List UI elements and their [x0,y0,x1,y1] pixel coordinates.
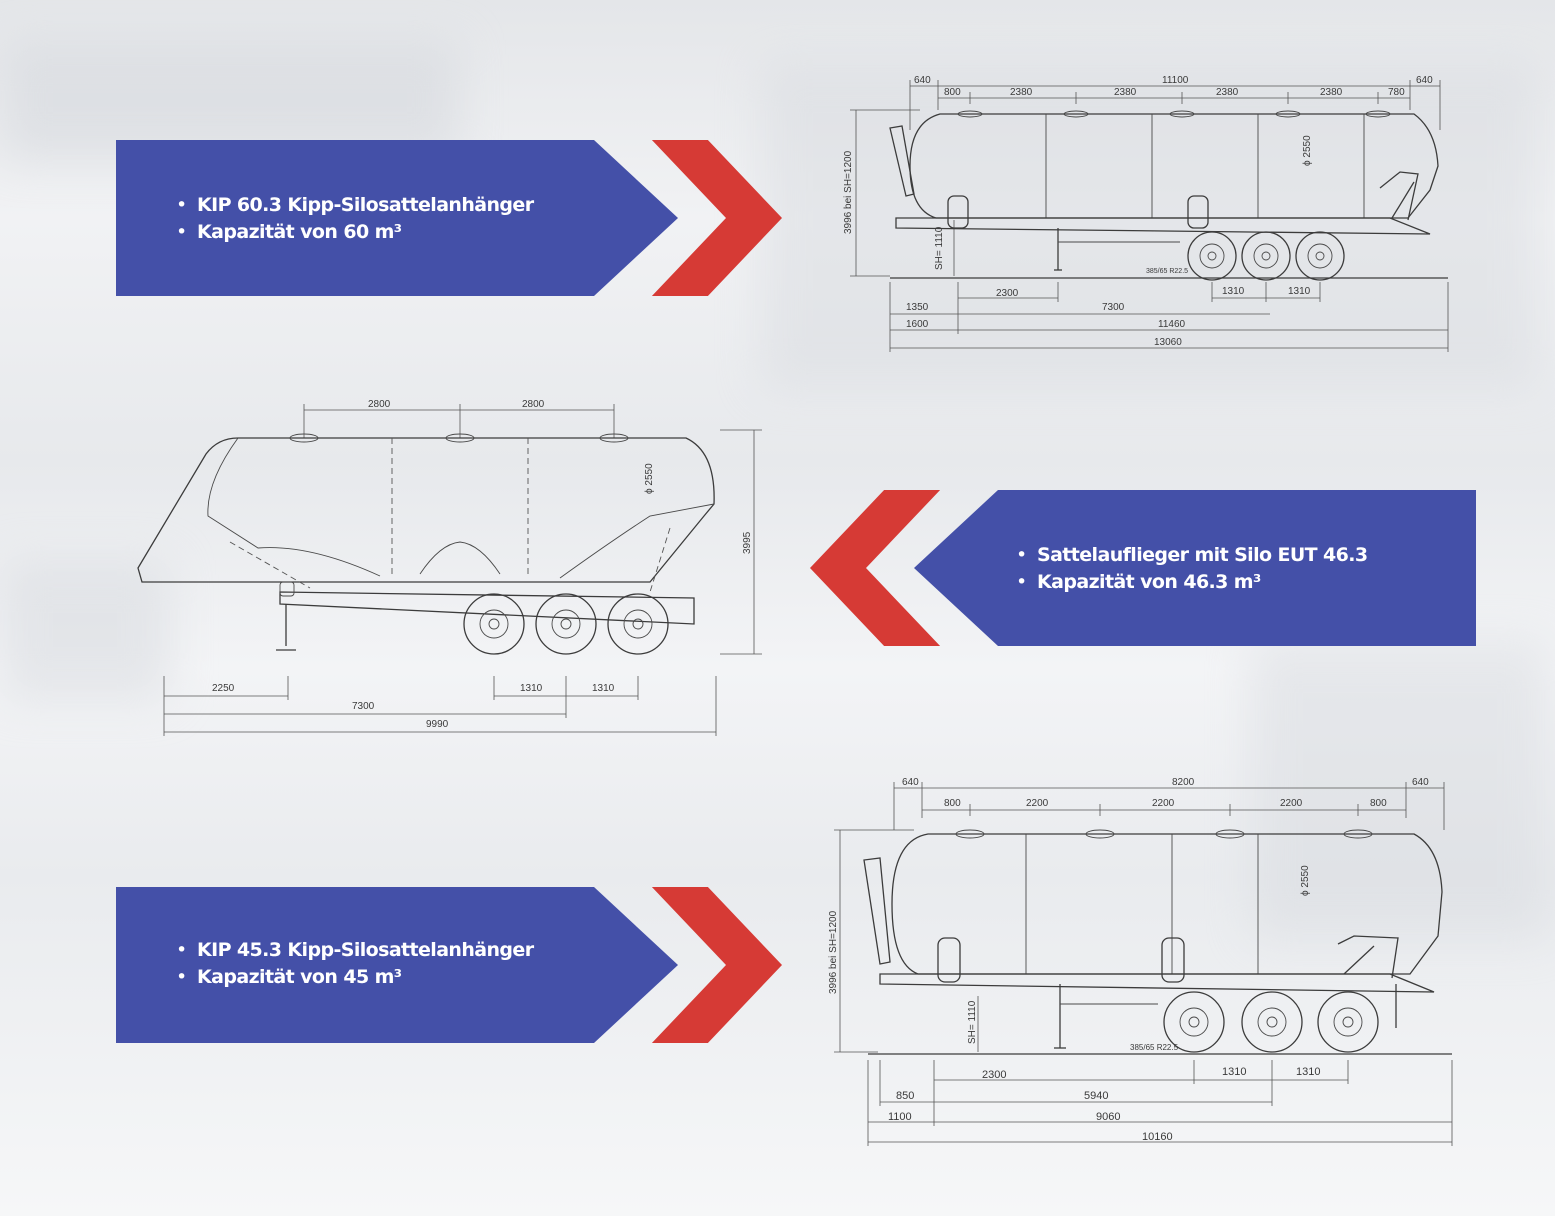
banner-item-capacity: Kapazität von 60 m³ [176,219,533,246]
dim-overall-length: 13060 [1154,337,1182,348]
dimension-lines-bottom [867,1060,1453,1146]
dim-bottom: 9060 [1096,1111,1120,1123]
wheels [1187,231,1345,281]
dim-bottom: 1100 [888,1111,912,1123]
dim-total-height: 3996 bei SH=1200 [843,150,854,234]
dim-bottom: 1350 [906,302,929,313]
dimension-height [834,829,979,1053]
dim-segment: 2380 [1114,87,1137,98]
dim-tank-diameter: ϕ 2550 [644,463,655,494]
wheels [463,593,669,655]
chevron-right-icon [651,140,782,296]
chassis [863,857,1435,1049]
dim-bottom: 2300 [982,1069,1006,1081]
banner-item-model: KIP 60.3 Kipp-Silosattelanhänger [176,192,534,219]
dimension-height [720,429,762,655]
dim-segment: 2200 [1280,798,1303,809]
dim-segment: 800 [1370,798,1387,809]
background-blur [1250,640,1550,940]
dim-axle-spacing: 1310 [1222,286,1245,297]
dim-total-height: 3996 bei SH=1200 [828,910,839,994]
dim-bottom: 1600 [906,319,929,330]
banner-item-capacity: Kapazität von 45 m³ [176,964,533,991]
dim-tank-length: 8200 [1172,777,1195,788]
dim-saddle-height: SH= 1110 [934,226,945,270]
dim-bottom: 7300 [352,701,375,712]
technical-drawing-kip-60-3: 640 11100 640 800 2380 2380 2380 2380 78… [843,75,1449,352]
dimension-lines-top [303,404,615,438]
dim-rear-overhang: 640 [1412,777,1429,788]
dim-bottom: 2300 [996,288,1019,299]
dim-segment: 2380 [1320,87,1343,98]
dim-segment: 2380 [1216,87,1239,98]
banner-item-model: KIP 45.3 Kipp-Silosattelanhänger [176,937,534,964]
tyre-size: 385/65 R22.5 [1146,268,1188,275]
background-blur [0,560,170,700]
dim-bottom: 2250 [212,683,235,694]
tyre-size: 385/65 R22.5 [1130,1043,1179,1052]
banner-item-model: Sattelauflieger mit Silo EUT 46.3 [1016,542,1368,569]
dim-axle-spacing: 1310 [1296,1066,1320,1078]
dim-segment: 2380 [1010,87,1033,98]
dimension-lines-bottom [889,282,1449,352]
banner-item-capacity: Kapazität von 46.3 m³ [1016,569,1368,596]
dim-segment: 780 [1388,87,1405,98]
dim-saddle-height: SH= 1110 [967,1000,978,1044]
banner-kip-45-3: KIP 45.3 Kipp-Silosattelanhänger Kapazit… [116,887,786,1043]
dim-tank-length: 11100 [1162,75,1189,86]
dim-front-overhang: 640 [914,75,931,86]
chevron-right-icon [651,887,782,1043]
dim-bottom: 850 [896,1090,914,1102]
silo-tank [909,110,1439,219]
dimension-height [850,109,955,277]
dim-overall-length: 9990 [426,719,449,730]
dim-total-height: 3995 [742,531,753,554]
silo-tank [137,433,715,593]
dim-axle-spacing: 1310 [592,683,615,694]
dim-overall-length: 10160 [1142,1131,1173,1143]
banner-feature-list: KIP 45.3 Kipp-Silosattelanhänger Kapazit… [176,937,534,991]
dim-axle-spacing: 1310 [520,683,543,694]
dim-tank-diameter: ϕ 2550 [1302,135,1313,166]
dim-segment: 2800 [368,399,391,410]
dim-front-overhang: 640 [902,777,919,788]
dim-rear-overhang: 640 [1416,75,1433,86]
dim-segment: 2200 [1026,798,1049,809]
dim-axle-spacing: 1310 [1222,1066,1246,1078]
dim-bottom: 5940 [1084,1090,1108,1102]
banner-feature-list: Sattelauflieger mit Silo EUT 46.3 Kapazi… [1016,542,1368,596]
chassis [276,581,695,651]
chassis [889,125,1431,271]
banner-eut-46-3: Sattelauflieger mit Silo EUT 46.3 Kapazi… [810,490,1476,646]
technical-drawing-eut-46-3: 2800 2800 ϕ 2550 3995 2250 1310 1310 730… [137,399,762,736]
dimension-lines-top [909,80,1441,130]
technical-drawing-kip-45-3: 640 8200 640 800 2200 2200 2200 800 3996… [828,777,1453,1146]
wheels [1163,991,1379,1053]
dimension-lines-top [893,782,1445,830]
dim-segment: 800 [944,798,961,809]
banner-kip-60-3: KIP 60.3 Kipp-Silosattelanhänger Kapazit… [116,140,786,296]
dim-segment: 800 [944,87,961,98]
chevron-left-icon [810,490,941,646]
dim-segment: 2800 [522,399,545,410]
banner-feature-list: KIP 60.3 Kipp-Silosattelanhänger Kapazit… [176,192,534,246]
dim-tank-diameter: ϕ 2550 [1300,865,1311,896]
dim-axle-spacing: 1310 [1288,286,1311,297]
dim-segment: 2200 [1152,798,1175,809]
silo-tank [891,829,1443,975]
dim-bottom: 11460 [1158,319,1186,330]
dim-bottom: 7300 [1102,302,1125,313]
dimension-lines-bottom [163,676,717,736]
